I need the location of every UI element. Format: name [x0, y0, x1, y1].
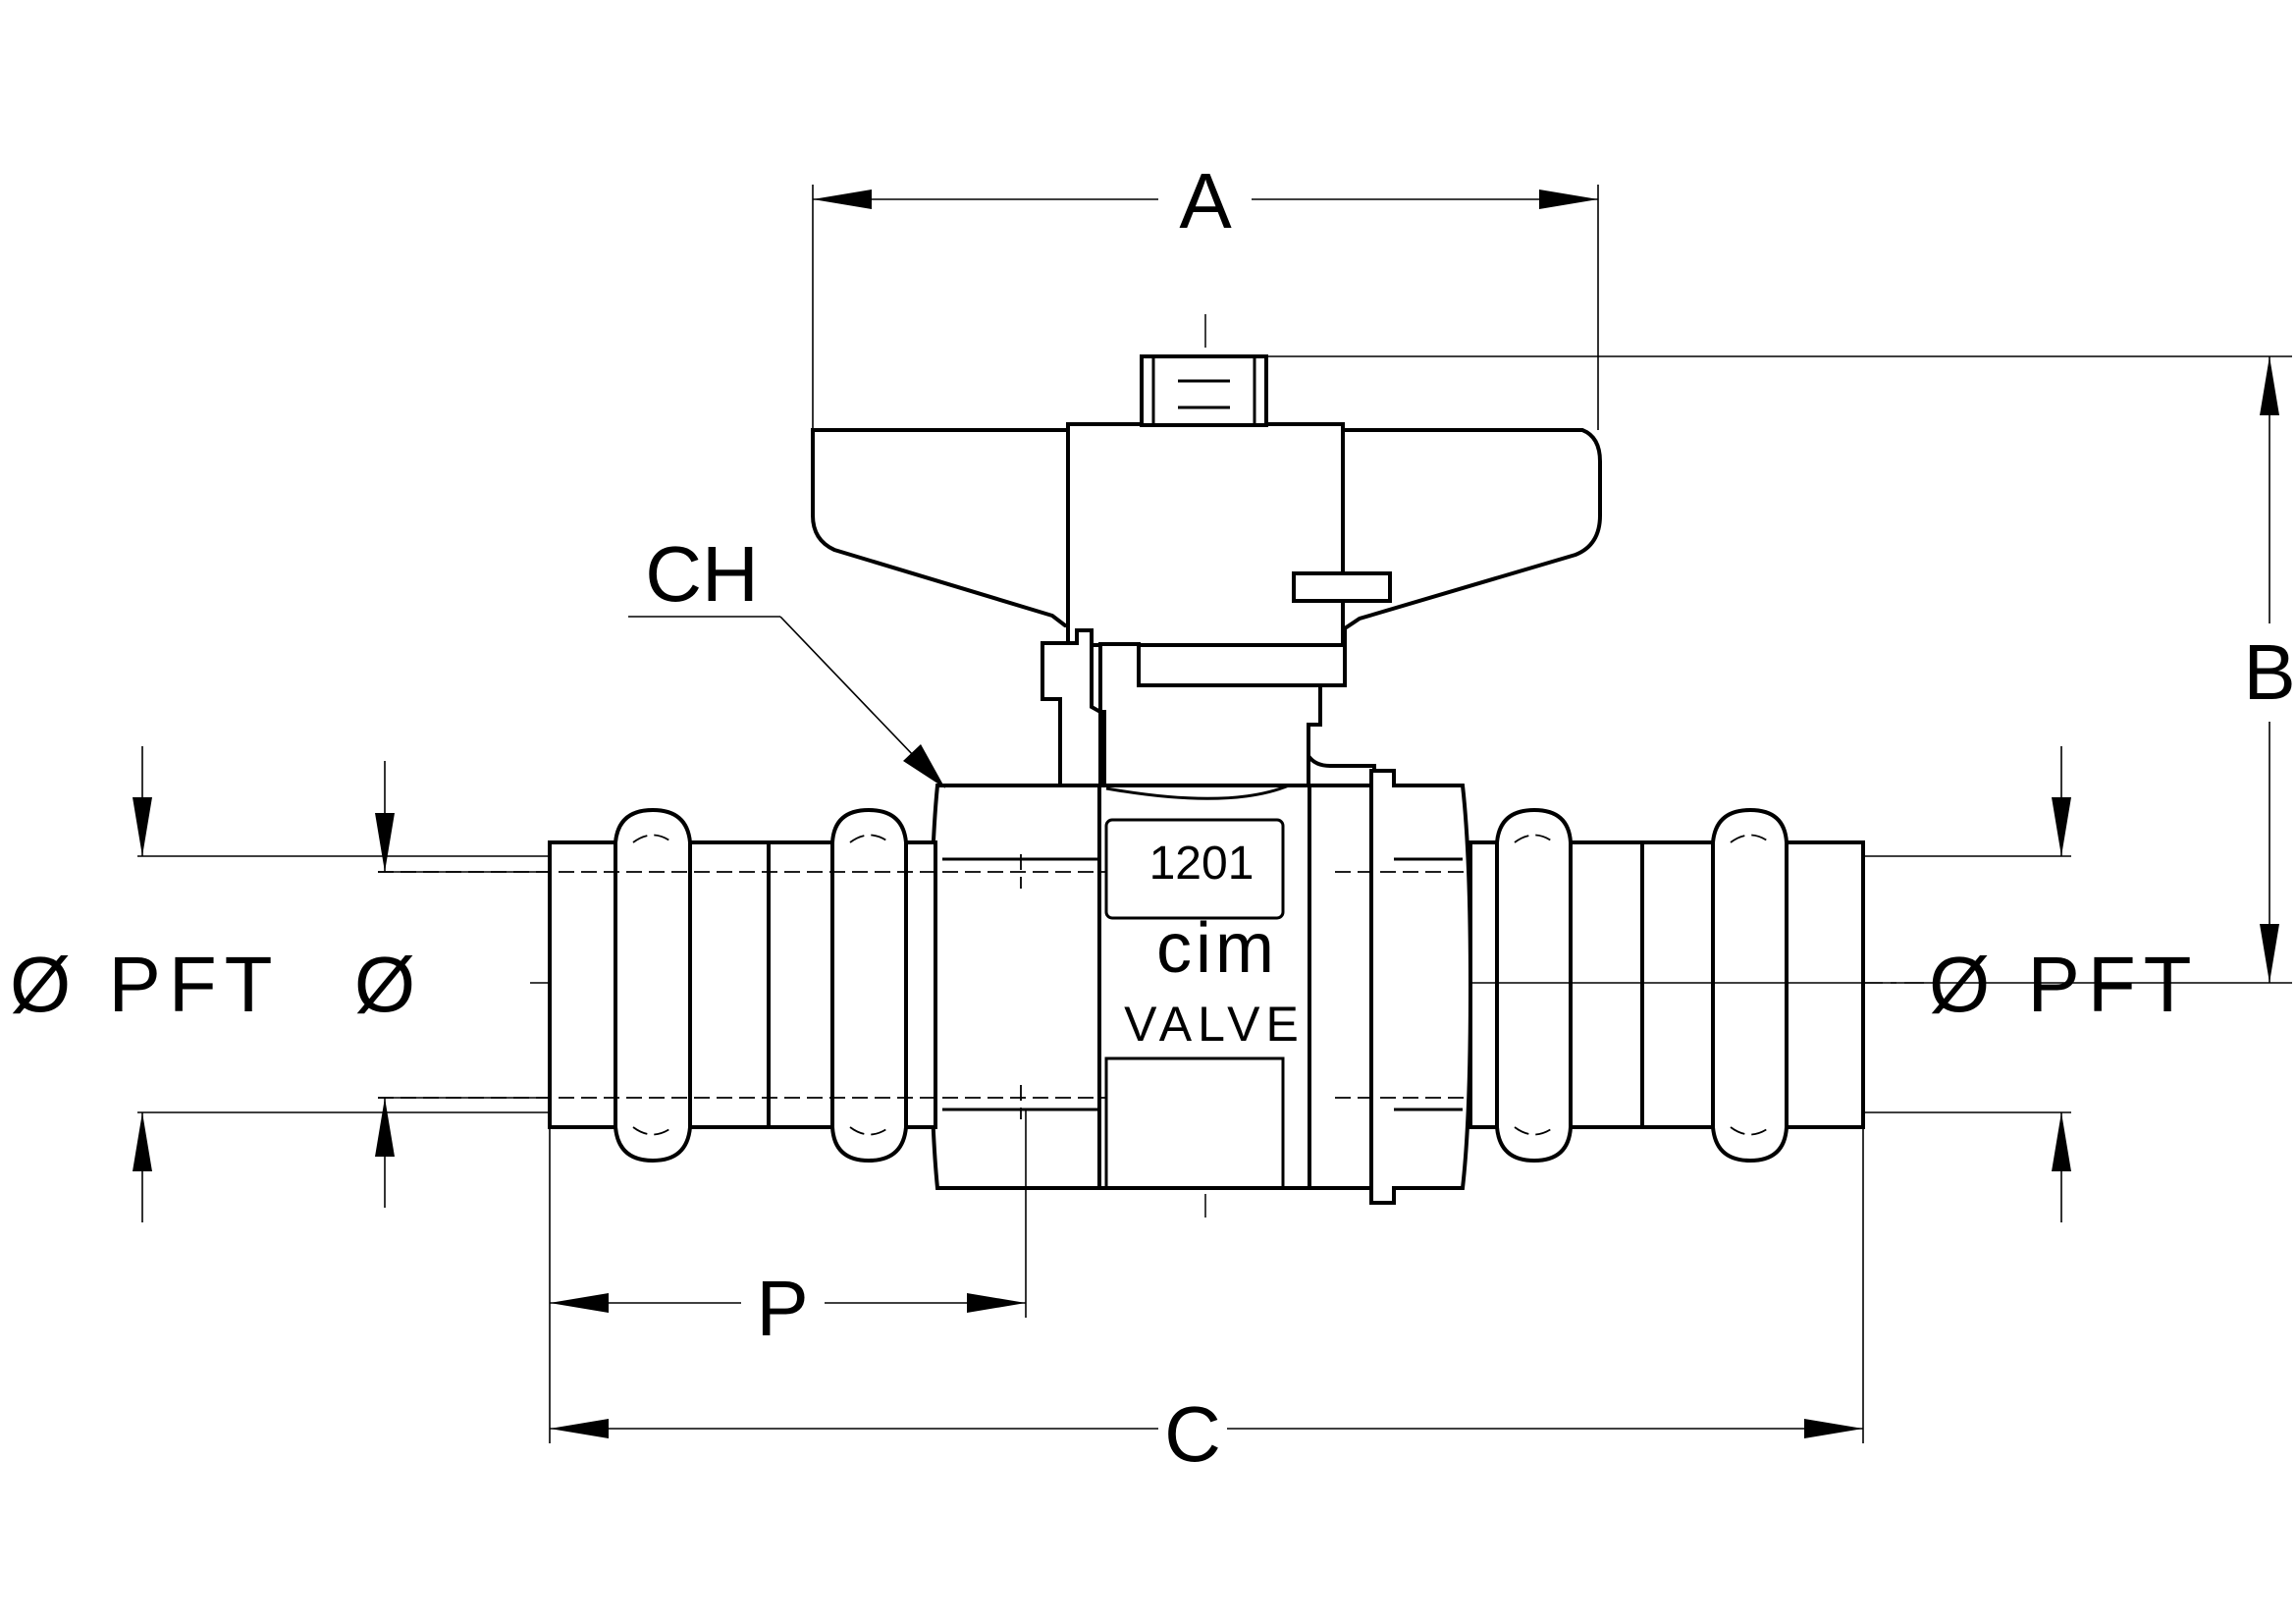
handle-hub — [1066, 422, 1345, 647]
valve-body — [928, 769, 1473, 1205]
butterfly-handle — [811, 422, 1602, 687]
stem-neck — [1041, 628, 1376, 787]
left-diameter-label: Ø — [354, 941, 415, 1028]
dimension-p — [550, 1110, 1027, 1318]
marking-plate — [1104, 818, 1285, 920]
left-diameter-dimensions — [133, 746, 550, 1222]
brand-logo: cim — [1156, 909, 1278, 988]
right-diameter-dimension — [1863, 746, 2071, 1222]
right-press-fitting — [1468, 807, 1865, 1164]
top-hex-nut — [1140, 354, 1268, 427]
handle-nut-stop — [1292, 571, 1392, 603]
dimension-c-label: C — [1164, 1390, 1221, 1478]
model-number: 1201 — [1149, 838, 1255, 890]
left-press-fitting — [548, 807, 937, 1164]
dimension-c — [549, 1127, 1864, 1443]
left-pft-label: Ø PFT — [10, 941, 281, 1028]
brand-subtitle: VALVE — [1124, 997, 1305, 1052]
dimension-a — [812, 185, 1599, 430]
dimension-b-label: B — [2243, 628, 2295, 716]
dimension-p-label: P — [756, 1265, 808, 1352]
dimension-a-label: A — [1179, 157, 1232, 244]
ch-leader — [628, 616, 945, 788]
dimension-b — [1266, 355, 2292, 984]
right-pft-label: Ø PFT — [1929, 941, 2200, 1028]
dimension-ch-label: CH — [645, 530, 759, 618]
